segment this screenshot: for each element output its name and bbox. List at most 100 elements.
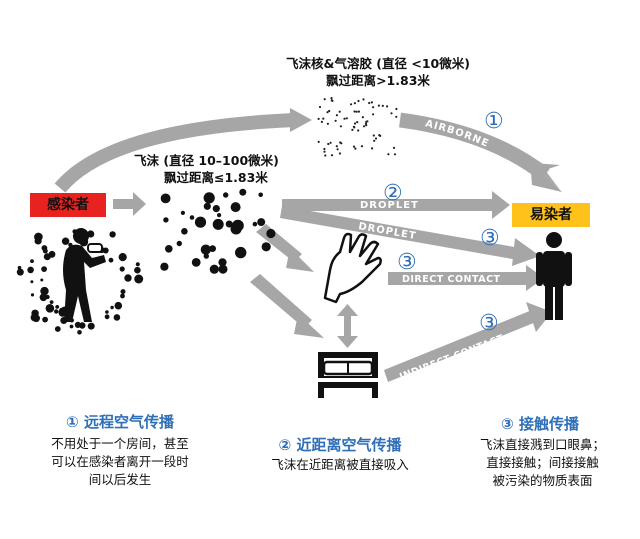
long-range-airborne-title: ① 远程空气传播: [66, 413, 174, 431]
aerosol-particle: [329, 141, 332, 144]
aerosol-particle: [345, 117, 348, 120]
desc-line: 直接接触；间接接触: [486, 455, 599, 470]
infected-droplet: [105, 310, 109, 314]
bed-icon: [318, 352, 378, 398]
droplet-particle: [200, 244, 211, 255]
aerosol-particle: [328, 109, 331, 113]
infected-droplet: [43, 253, 51, 261]
airborne-arrow: AIRBORNE: [399, 112, 562, 192]
aerosol-particle: [381, 104, 384, 107]
desc-line: 可以在感染者离开一段时: [51, 454, 189, 469]
droplet-particle: [212, 205, 220, 213]
aerosol-particle: [373, 139, 376, 142]
droplet-particle: [261, 242, 271, 252]
droplet-particle: [266, 228, 276, 239]
droplet-particle: [194, 216, 207, 228]
aerosol-particle: [350, 103, 353, 106]
aerosol-particle: [353, 110, 356, 113]
infected-droplet: [30, 280, 34, 284]
droplet-particle: [203, 253, 209, 259]
aerosol-particle: [378, 134, 381, 137]
aerosol-particle: [370, 101, 373, 104]
infected-droplet: [30, 293, 35, 297]
aerosol-particle: [323, 150, 326, 153]
droplet-particle: [257, 218, 266, 227]
aerosol-particle: [317, 117, 320, 120]
aerosol-particle: [356, 121, 359, 124]
droplet-particle: [160, 262, 169, 271]
aerosol-particle: [336, 148, 339, 151]
aerosol-particle: [323, 98, 326, 101]
droplet-particle: [209, 264, 219, 274]
aerosol-particle: [343, 117, 346, 120]
droplet-particle: [189, 215, 195, 220]
infected-droplet: [49, 300, 54, 304]
aerosol-particle: [364, 122, 368, 125]
aerosol-cloud: [317, 97, 398, 157]
infected-droplet: [69, 324, 74, 329]
infected-droplet: [74, 321, 81, 328]
droplet-particle: [163, 217, 169, 223]
infected-label: 感染者: [30, 193, 106, 217]
marker-3b: ③: [397, 250, 417, 275]
aerosol-particle: [326, 111, 329, 114]
aerosol-label-line2: 飘过距离>1.83米: [326, 73, 430, 88]
droplet-particle: [218, 264, 228, 274]
marker-3a: ③: [480, 226, 500, 251]
infected-droplet: [41, 245, 48, 251]
droplet-particle: [191, 258, 201, 267]
short-range-airborne-title: ② 近距离空气传播: [278, 436, 402, 454]
infected-droplet: [39, 293, 48, 302]
infected-droplet: [134, 274, 144, 284]
droplet-particle: [160, 193, 171, 204]
infected-droplet: [134, 266, 141, 274]
droplet-label-line1: 飞沫 (直径 10–100微米): [134, 153, 279, 168]
aerosol-particle: [395, 107, 398, 111]
short-range-airborne-desc: 飞沫在近距离被直接吸入: [271, 457, 409, 472]
aerosol-particle: [371, 147, 374, 150]
aerosol-particle: [335, 114, 338, 117]
desc-line: 间以后发生: [88, 472, 152, 487]
droplet-particle: [212, 218, 224, 230]
infected-droplet: [27, 266, 34, 274]
aerosol-particle: [353, 122, 357, 125]
aerosol-particle: [365, 124, 368, 127]
aerosol-particle: [372, 134, 375, 137]
aerosol-particle: [352, 145, 356, 148]
aerosol-particle: [392, 146, 396, 149]
infected-droplet: [54, 326, 61, 332]
droplet-particle: [180, 210, 185, 215]
aerosol-particle: [339, 125, 342, 128]
aerosol-particle: [357, 129, 360, 132]
infected-droplet: [113, 314, 121, 321]
desc-line: 飞沫直接溅到口眼鼻；: [479, 437, 605, 452]
aerosol-particle: [330, 97, 333, 100]
aerosol-particle: [352, 125, 355, 128]
aerosol-particle: [357, 99, 360, 103]
aerosol-particle: [322, 117, 325, 120]
infected-droplet: [17, 265, 22, 270]
desc-line: 被污染的物质表面: [492, 473, 593, 488]
aerosol-particle: [330, 154, 334, 157]
aerosol-particle: [362, 98, 365, 101]
marker-3c: ③: [479, 311, 499, 336]
droplet-particle: [239, 188, 247, 196]
droplet-particle: [232, 219, 244, 232]
aerosol-particle: [354, 147, 357, 150]
droplet-particle: [181, 228, 188, 235]
aerosol-particle: [323, 147, 326, 151]
infected-droplet: [45, 304, 55, 313]
double-arrow-icon: [337, 304, 358, 348]
droplet-to-bed-arrow: [250, 274, 324, 338]
droplet-particle: [176, 240, 182, 247]
aerosol-particle: [393, 153, 397, 156]
infected-droplet-halo: [16, 229, 144, 335]
aerosol-label: 飞沫核&气溶胶 (直径 <10微米) 飘过距离>1.83米: [268, 55, 488, 89]
infected-droplet: [77, 330, 82, 335]
long-range-airborne-desc: 不用处于一个房间，甚至 可以在感染者离开一段时 间以后发生: [30, 435, 210, 489]
droplet-particle: [225, 220, 233, 228]
infected-droplet: [34, 237, 42, 245]
aerosol-particle: [377, 104, 380, 107]
aerosol-particle: [335, 145, 338, 148]
